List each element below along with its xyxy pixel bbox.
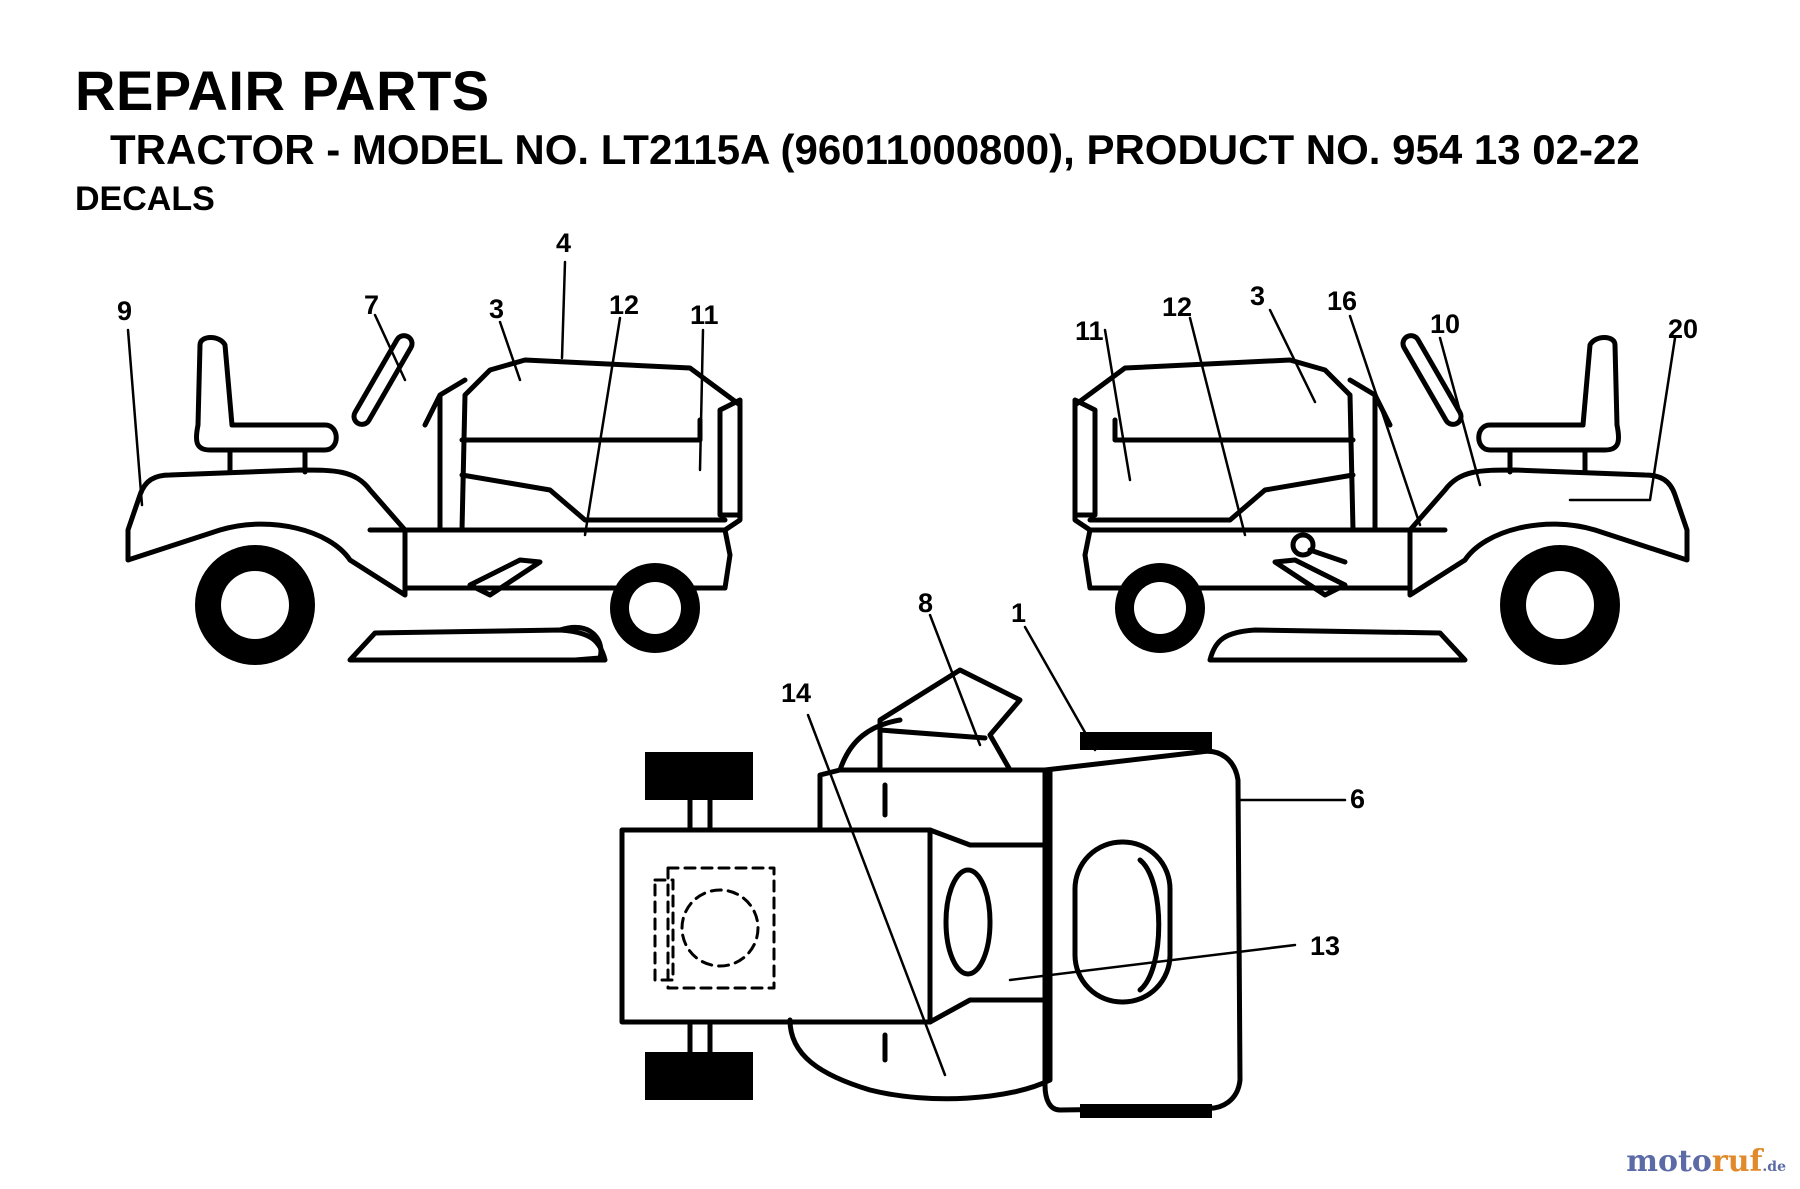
deck-pedal-r — [1272, 557, 1348, 598]
callout-11-right: 11 — [1075, 316, 1104, 346]
hood-top — [1042, 748, 1243, 1113]
rear-rim — [221, 571, 289, 639]
mower-deck — [347, 627, 608, 663]
callout-11: 11 — [690, 300, 719, 330]
rear-axles — [687, 797, 713, 1055]
seat-cushion-back — [653, 878, 675, 982]
callout-8: 8 — [918, 588, 933, 618]
callout-14: 14 — [781, 678, 811, 708]
seat-cushion — [666, 866, 776, 990]
grille — [717, 397, 743, 518]
leader-20-r — [1568, 336, 1677, 502]
page-title: REPAIR PARTS — [75, 59, 490, 122]
tractor-left-side-view — [125, 260, 743, 665]
callout-7: 7 — [364, 290, 379, 320]
grille-r — [1072, 397, 1098, 518]
leader-14 — [806, 713, 947, 1077]
section-heading: DECALS — [75, 180, 215, 218]
callout-13: 13 — [1310, 931, 1340, 961]
rear-right-wheel — [645, 1052, 753, 1100]
deck-outline — [837, 717, 903, 773]
callout-3: 3 — [489, 294, 504, 324]
tractor-top-view — [619, 613, 1347, 1118]
model-subtitle: TRACTOR - MODEL NO. LT2115A (96011000800… — [110, 126, 1640, 173]
watermark-logo: motoruf.de — [1626, 1144, 1786, 1179]
rear-left-wheel — [645, 752, 753, 800]
lift-lever-knob — [1290, 532, 1316, 558]
callout-4: 4 — [556, 228, 571, 258]
watermark-part3: .de — [1762, 1159, 1786, 1175]
left-leaders — [126, 260, 705, 537]
watermark-part1: moto — [1626, 1144, 1712, 1179]
leader-3 — [498, 320, 522, 382]
leader-10-r — [1438, 336, 1482, 487]
right-leaders — [1103, 308, 1677, 537]
hood-r — [1072, 357, 1356, 533]
callout-10-right: 10 — [1430, 309, 1460, 339]
steering-bracket-line — [877, 727, 988, 741]
dashboard-r — [1347, 377, 1393, 533]
leader-8 — [928, 613, 982, 747]
hood-side-panel-r — [1087, 417, 1356, 523]
leader-16-r — [1348, 314, 1422, 527]
top-leaders — [806, 613, 1347, 1077]
hood — [459, 357, 743, 533]
front-left-wheel — [1080, 732, 1212, 750]
steering-wheel-top — [943, 867, 993, 977]
steering-bracket — [877, 667, 1023, 773]
leader-3-r — [1268, 308, 1317, 404]
front-rim-r — [1134, 582, 1186, 634]
leader-9 — [126, 328, 144, 507]
rear-fender-r — [1407, 467, 1690, 598]
steering-wheel-r — [1400, 333, 1464, 427]
leader-13 — [1008, 943, 1297, 982]
lift-lever — [1307, 547, 1348, 565]
callout-12-right: 12 — [1162, 292, 1192, 322]
leader-12 — [583, 316, 622, 537]
callout-12: 12 — [609, 290, 639, 320]
seat-top — [619, 827, 933, 1025]
mower-deck-r — [1207, 627, 1468, 663]
leader-11-r — [1103, 328, 1132, 482]
watermark-part2: ruf — [1711, 1144, 1763, 1179]
seat-pivot — [680, 888, 760, 968]
dashboard — [422, 377, 468, 533]
hood-side-panel — [459, 417, 728, 523]
rear-rim-r — [1526, 571, 1594, 639]
seat-back-r — [1476, 335, 1621, 453]
callout-3-right: 3 — [1250, 281, 1265, 311]
leader-7 — [373, 313, 407, 382]
seat-back — [194, 335, 339, 453]
tractor-right-side-view — [1072, 333, 1690, 665]
callout-1: 1 — [1011, 598, 1026, 628]
leader-4 — [560, 260, 567, 360]
fuel-cap-inner — [1137, 857, 1162, 993]
callout-16-right: 16 — [1327, 286, 1357, 316]
leader-11 — [698, 328, 705, 472]
leader-12-r — [1188, 316, 1247, 537]
leader-1 — [1023, 625, 1097, 752]
steering-wheel — [351, 333, 415, 427]
rear-fender-top — [787, 767, 1053, 1102]
callout-numbers: 9 7 3 4 12 11 11 12 3 16 10 20 8 1 14 6 … — [117, 228, 1698, 961]
callout-20-right: 20 — [1668, 314, 1698, 344]
fuel-cap-outer — [1072, 839, 1173, 1005]
deck-chute — [557, 624, 604, 663]
deck-pedal — [467, 557, 543, 598]
front-rim — [629, 582, 681, 634]
callout-6: 6 — [1350, 784, 1365, 814]
rear-fender — [125, 467, 408, 598]
callout-9: 9 — [117, 296, 132, 326]
